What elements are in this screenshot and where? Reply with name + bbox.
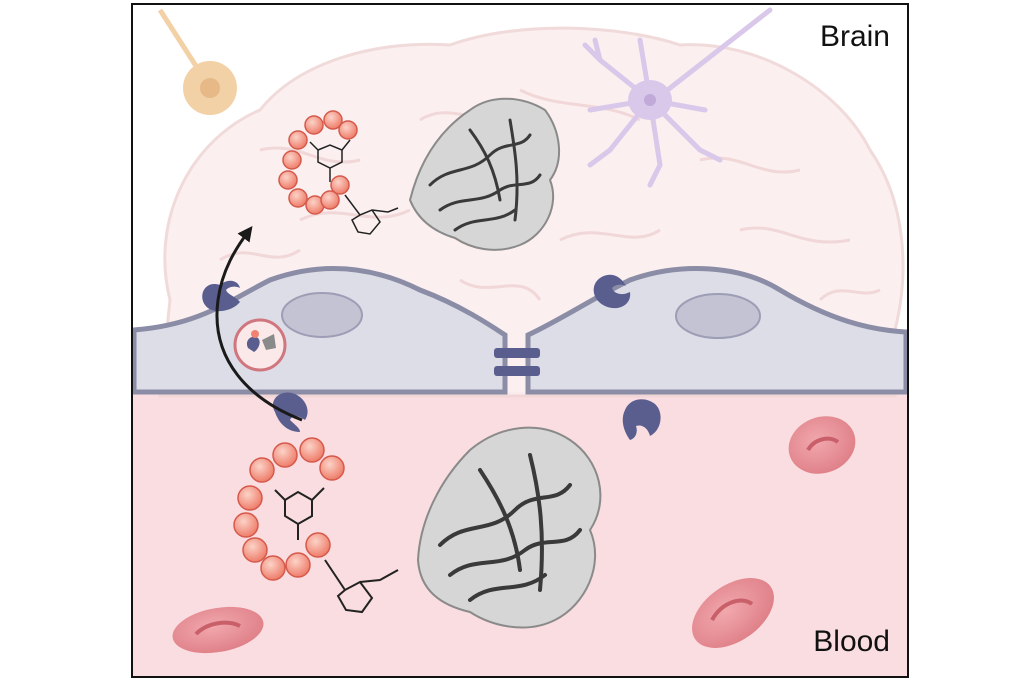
neuron-icon [582, 7, 773, 188]
transcytosis-vesicle-icon [233, 318, 287, 372]
transferrin-receptor-icon [202, 274, 661, 440]
red-blood-cell-icon [692, 578, 774, 648]
red-blood-cell-icon [172, 606, 264, 654]
glial-cell-icon [157, 8, 237, 115]
figure-frame [131, 3, 909, 678]
red-blood-cell-icon [788, 416, 856, 474]
blood-label: Blood [813, 625, 890, 658]
bicyclic-peptide-icon [278, 110, 399, 235]
protein-structure-icon [416, 426, 602, 629]
transport-arrow-icon [215, 225, 303, 422]
brain-label: Brain [819, 20, 890, 53]
bicyclic-peptide-icon [233, 437, 399, 614]
tight-junction-icon [494, 348, 540, 376]
protein-structure-icon [408, 97, 561, 251]
